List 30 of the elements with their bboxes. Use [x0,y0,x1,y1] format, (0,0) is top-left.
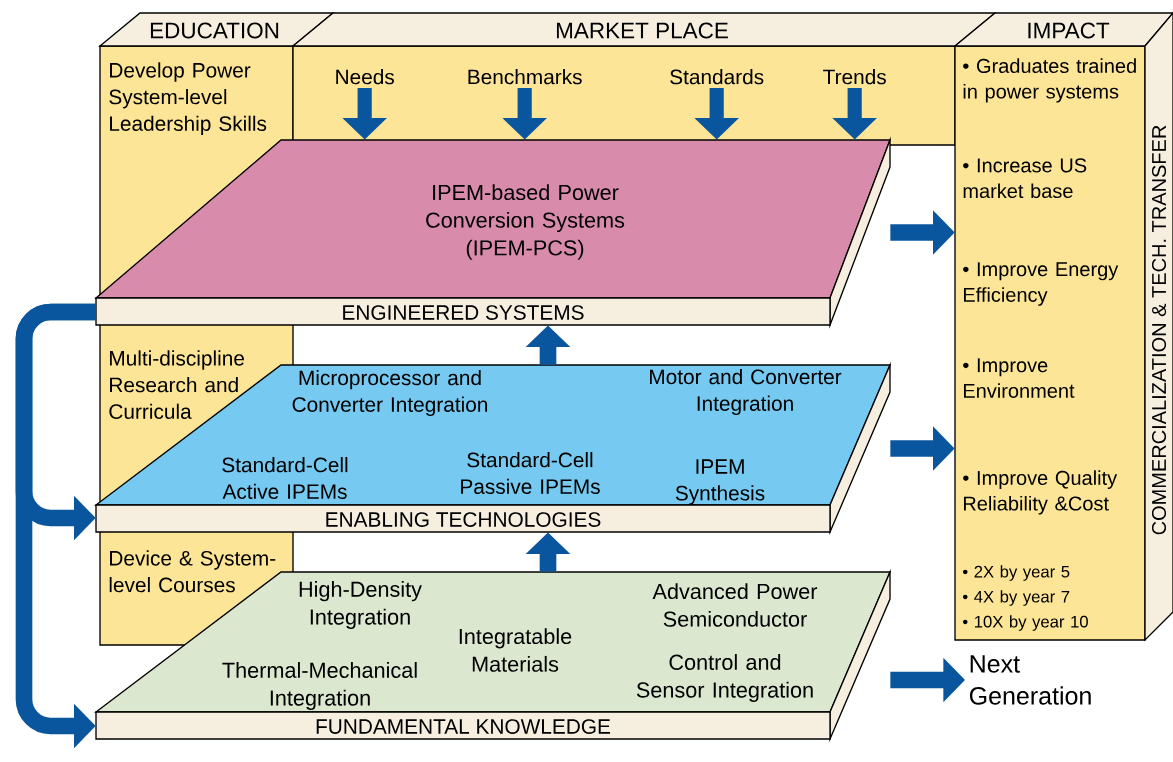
layer-text: IPEM-based Power Conversion Systems (IPEM-PCS) [426,184,625,260]
layer-text: Thermal-Mechanical Integration [222,662,417,710]
market-driver-label: Needs [336,69,395,85]
layer-text: IPEM Synthesis [675,459,765,505]
bullet-point: • 2X by year 5 [963,565,1070,581]
bullet-point: • 4X by year 7 [963,590,1070,606]
layer-text: Advanced Power Semiconductor [652,583,818,627]
bullet-point: • Improve Quality Reliability &Cost [963,470,1118,515]
column-text: Multi-discipline Research and Curricula [109,350,244,419]
next-generation-label: Next Generation [969,655,1091,705]
layer-title: FUNDAMENTAL KNOWLEDGE [316,719,611,734]
market-driver-label: Benchmarks [468,69,582,85]
layer-text: Integratable Materials [459,628,572,672]
bullet-point: • 10X by year 10 [963,615,1088,631]
layer-title: ENABLING TECHNOLOGIES [326,512,601,527]
layer-text: Motor and Converter Integration [650,368,842,416]
column-text: Develop Power System-level Leadership Skills [109,62,267,136]
bullet-point: • Increase US market base [963,158,1087,199]
layer-title: ENGINEERED SYSTEMS [343,305,584,320]
layer-text: Microprocessor and Converter Integration [292,369,488,417]
market-driver-label: Trends [823,69,886,85]
bullet-point: • Improve Environment [963,358,1075,398]
column-text: Device & System-level Courses [109,550,276,593]
bullet-point: • Graduates trained in power systems [963,58,1136,103]
market-driver-label: Standards [670,69,764,85]
layer-text: Control and Sensor Integration [636,654,813,702]
layer-text: High-Density Integration [299,581,422,629]
bullet-point: • Improve Energy Efficiency [963,262,1119,306]
layer-text: Standard-Cell Passive IPEMs [461,452,600,494]
layer-text: Standard-Cell Active IPEMs [222,457,348,499]
